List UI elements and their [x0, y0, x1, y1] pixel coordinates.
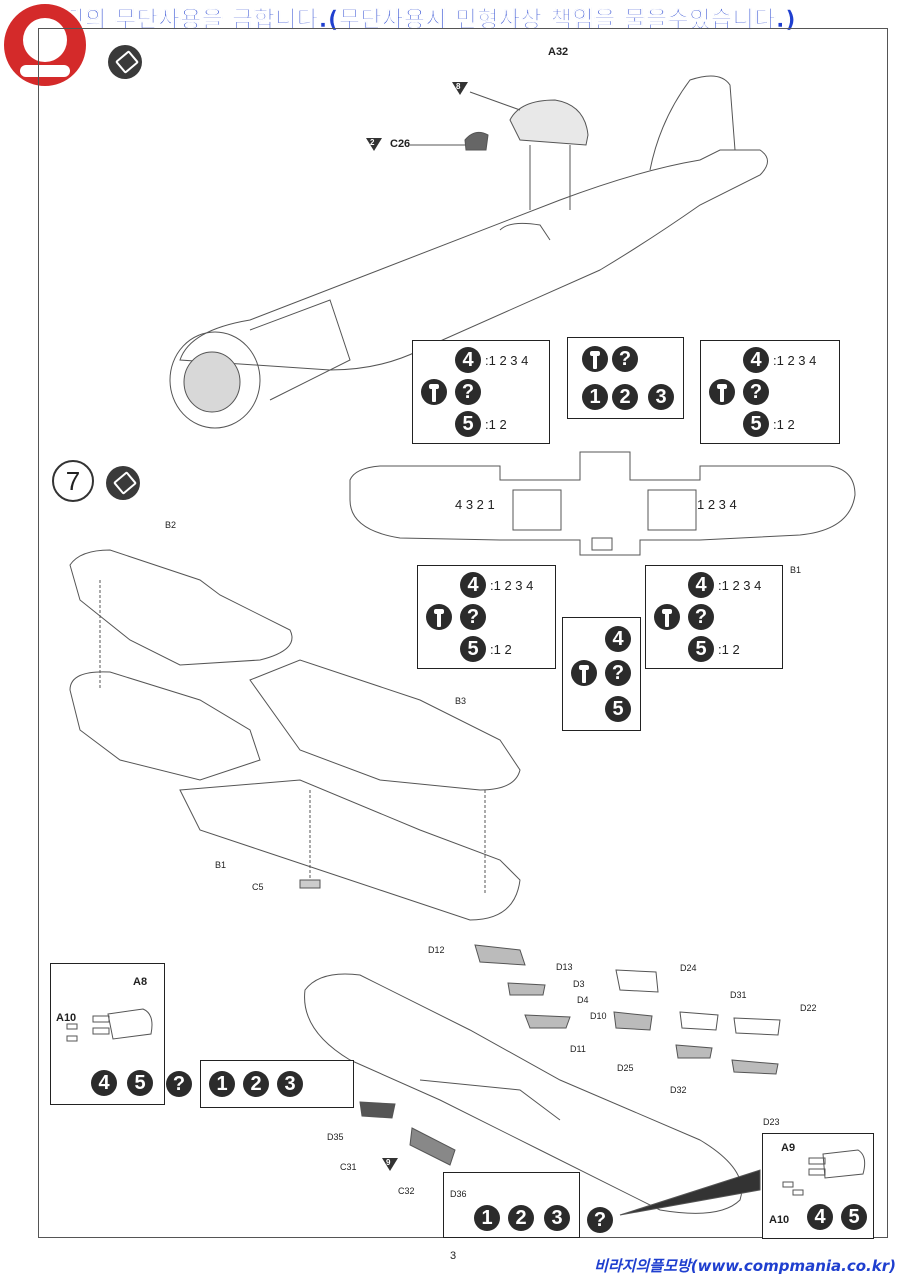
label-B2: B2 [165, 520, 177, 530]
callout-box-mid-right: 4 :1 2 3 4 ? 5 :1 2 [645, 565, 783, 669]
label-D35: D35 [327, 1132, 344, 1142]
triangle-marker: 8 [452, 82, 468, 95]
callout-box-bottom-right: A9 A10 4 5 [762, 1133, 874, 1239]
label-B1-low: B1 [215, 860, 227, 870]
label-D24: D24 [680, 963, 697, 973]
exhaust-part-drawing [66, 1008, 153, 1042]
label-C5: C5 [252, 882, 264, 892]
callout-box-mid-left: 4 :1 2 3 4 ? 5 :1 2 [417, 565, 556, 669]
wing-top-view [349, 451, 856, 556]
label-D23: D23 [763, 1117, 780, 1127]
wing-lower-half [69, 671, 261, 781]
callout-box-mid-center: 4 ? 5 [562, 617, 641, 731]
exhaust-part-drawing [782, 1149, 866, 1196]
wing-center [179, 779, 521, 921]
drill-icon [571, 660, 597, 686]
drill-icon [582, 346, 608, 372]
tail-fin [649, 75, 736, 171]
label-B3: B3 [455, 696, 467, 706]
label-D3: D3 [573, 979, 585, 989]
drill-icon [426, 604, 452, 630]
glue-icon [106, 466, 140, 500]
label-D32: D32 [670, 1085, 687, 1095]
airframe-bottom [304, 973, 743, 1214]
footer-credit: 비라지의플모방(www.compmania.co.kr) [594, 1257, 896, 1275]
page-number: 3 [449, 1250, 457, 1262]
canopy-part [509, 99, 589, 146]
label-D22: D22 [800, 1003, 817, 1013]
triangle-marker: 2 [366, 138, 382, 151]
label-C31: C31 [340, 1162, 357, 1172]
glue-icon [108, 45, 142, 79]
wing-left-hole-numbers: 4 3 2 1 [455, 497, 495, 512]
wing-right-hole-numbers: 1 2 3 4 [697, 497, 737, 512]
callout-box-bottom-left: A8 A10 4 5 [50, 963, 165, 1105]
label-D31: D31 [730, 990, 747, 1000]
label-A32: A32 [548, 46, 569, 58]
label-D12: D12 [428, 945, 445, 955]
triangle-marker: 9 [382, 1158, 398, 1171]
callout-box-top-right: 4 :1 2 3 4 ? 5 :1 2 [700, 340, 840, 444]
label-D13: D13 [556, 962, 573, 972]
callout-box-top-center: ? 1 2 3 [567, 337, 684, 419]
label-B1-top: B1 [790, 565, 802, 575]
label-D4: D4 [577, 995, 589, 1005]
watermark-logo [2, 2, 88, 88]
wing-upper-half [69, 549, 293, 666]
drill-icon [709, 379, 735, 405]
wing-right-half [249, 659, 521, 791]
drill-icon [654, 604, 680, 630]
step-number: 7 [52, 460, 94, 502]
callout-box-D36: D36 1 2 3 [443, 1172, 580, 1238]
callout-box-123-left: 1 2 3 [200, 1060, 354, 1108]
label-D11: D11 [570, 1044, 586, 1054]
label-C32: C32 [398, 1186, 415, 1196]
drill-icon [421, 379, 447, 405]
label-D25: D25 [617, 1063, 634, 1073]
engine-cowl [169, 331, 261, 429]
label-D10: D10 [590, 1011, 607, 1021]
label-C26: C26 [390, 138, 411, 150]
callout-box-top-left: 4 :1 2 3 4 ? 5 :1 2 [412, 340, 550, 444]
